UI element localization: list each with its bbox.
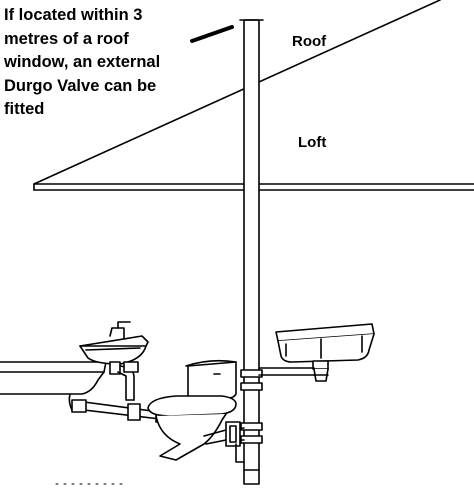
pointer-line	[190, 25, 234, 43]
right-basin	[258, 323, 375, 382]
toilet	[147, 359, 245, 463]
note-text: If located within 3 metres of a roof win…	[4, 6, 161, 118]
bath	[0, 361, 107, 411]
washbasin	[79, 321, 149, 401]
soil-stack	[239, 19, 264, 485]
roof-label: Roof	[292, 33, 327, 50]
loft-label: Loft	[298, 134, 327, 151]
